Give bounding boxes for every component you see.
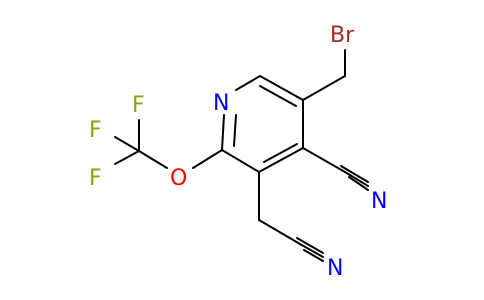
atom-labels: Br N O F F F N N bbox=[89, 23, 387, 281]
atom-f3-label: F bbox=[89, 166, 102, 191]
atom-o-label: O bbox=[170, 166, 187, 191]
bond-c5-ch2 bbox=[302, 75, 346, 101]
bond-chain-triple-a bbox=[296, 237, 324, 254]
bond-cn-triple-b bbox=[344, 171, 369, 187]
bond-cn-triple-c bbox=[348, 176, 369, 191]
atom-f2-label: F bbox=[89, 118, 102, 143]
bond-cf3-f3 bbox=[114, 150, 140, 165]
bond-ring-c3-c4-inner bbox=[263, 143, 298, 163]
bond-ring-c5-n bbox=[235, 75, 261, 91]
atom-n-nitrile-chain-label: N bbox=[327, 256, 343, 281]
bond-chain-triple-b bbox=[299, 243, 324, 258]
atom-br-label: Br bbox=[330, 23, 355, 48]
bond-ring-c5-c6-inner bbox=[259, 85, 297, 107]
bond-o-cf3 bbox=[138, 150, 168, 169]
bond-ring-c5-c6 bbox=[259, 75, 304, 101]
atom-n-ring-label: N bbox=[213, 91, 229, 116]
bonds bbox=[114, 49, 369, 262]
bond-ch2-cn bbox=[258, 219, 301, 245]
bond-ring-c2-c3 bbox=[221, 149, 260, 173]
bond-c2-o bbox=[192, 149, 223, 169]
atom-f1-label: F bbox=[132, 93, 145, 118]
atom-n-nitrile-ring-label: N bbox=[371, 189, 387, 214]
bond-chain-triple-c bbox=[303, 249, 324, 262]
bond-c4-cn bbox=[302, 147, 346, 173]
bond-ring-n-c2-inner bbox=[233, 114, 237, 147]
bond-ring-n-c2 bbox=[221, 114, 225, 151]
bond-cf3-f2 bbox=[114, 136, 140, 152]
bond-cn-triple-a bbox=[340, 165, 369, 183]
bond-ring-c3-c4 bbox=[258, 147, 304, 173]
